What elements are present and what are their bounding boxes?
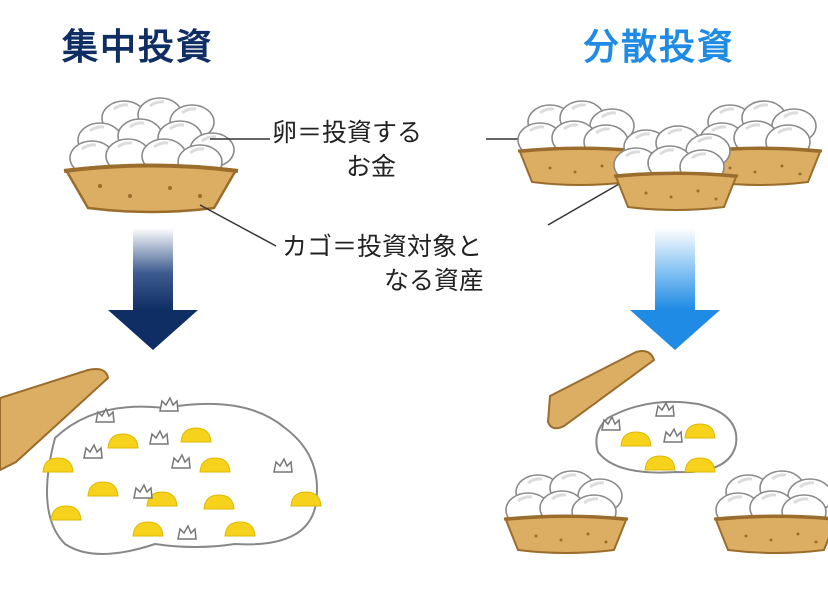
egg-meaning-line2: お金 — [346, 152, 397, 181]
diversified-investment-title: 分散投資 — [583, 27, 736, 68]
right-safe-basket-right — [712, 469, 828, 555]
concentrated-investment-title: 集中投資 — [62, 27, 215, 68]
left-egg-basket — [63, 96, 239, 214]
basket-meaning-line1: カゴ＝投資対象と — [282, 232, 483, 261]
egg-meaning-line1: 卵＝投資する — [272, 118, 423, 147]
left-down-arrow — [108, 228, 198, 350]
right-egg-baskets — [516, 99, 824, 212]
right-safe-basket-left — [502, 469, 630, 555]
right-broken-basket — [546, 350, 738, 474]
basket-meaning-line2: なる資産 — [384, 266, 485, 295]
right-down-arrow — [630, 228, 720, 350]
basket-connector-right — [547, 179, 627, 226]
basket-meaning-label: カゴ＝投資対象と なる資産 — [282, 230, 484, 298]
egg-meaning-label: 卵＝投資する お金 — [272, 116, 422, 184]
left-broken-eggs — [0, 368, 322, 555]
basket-connector-left — [199, 204, 277, 247]
